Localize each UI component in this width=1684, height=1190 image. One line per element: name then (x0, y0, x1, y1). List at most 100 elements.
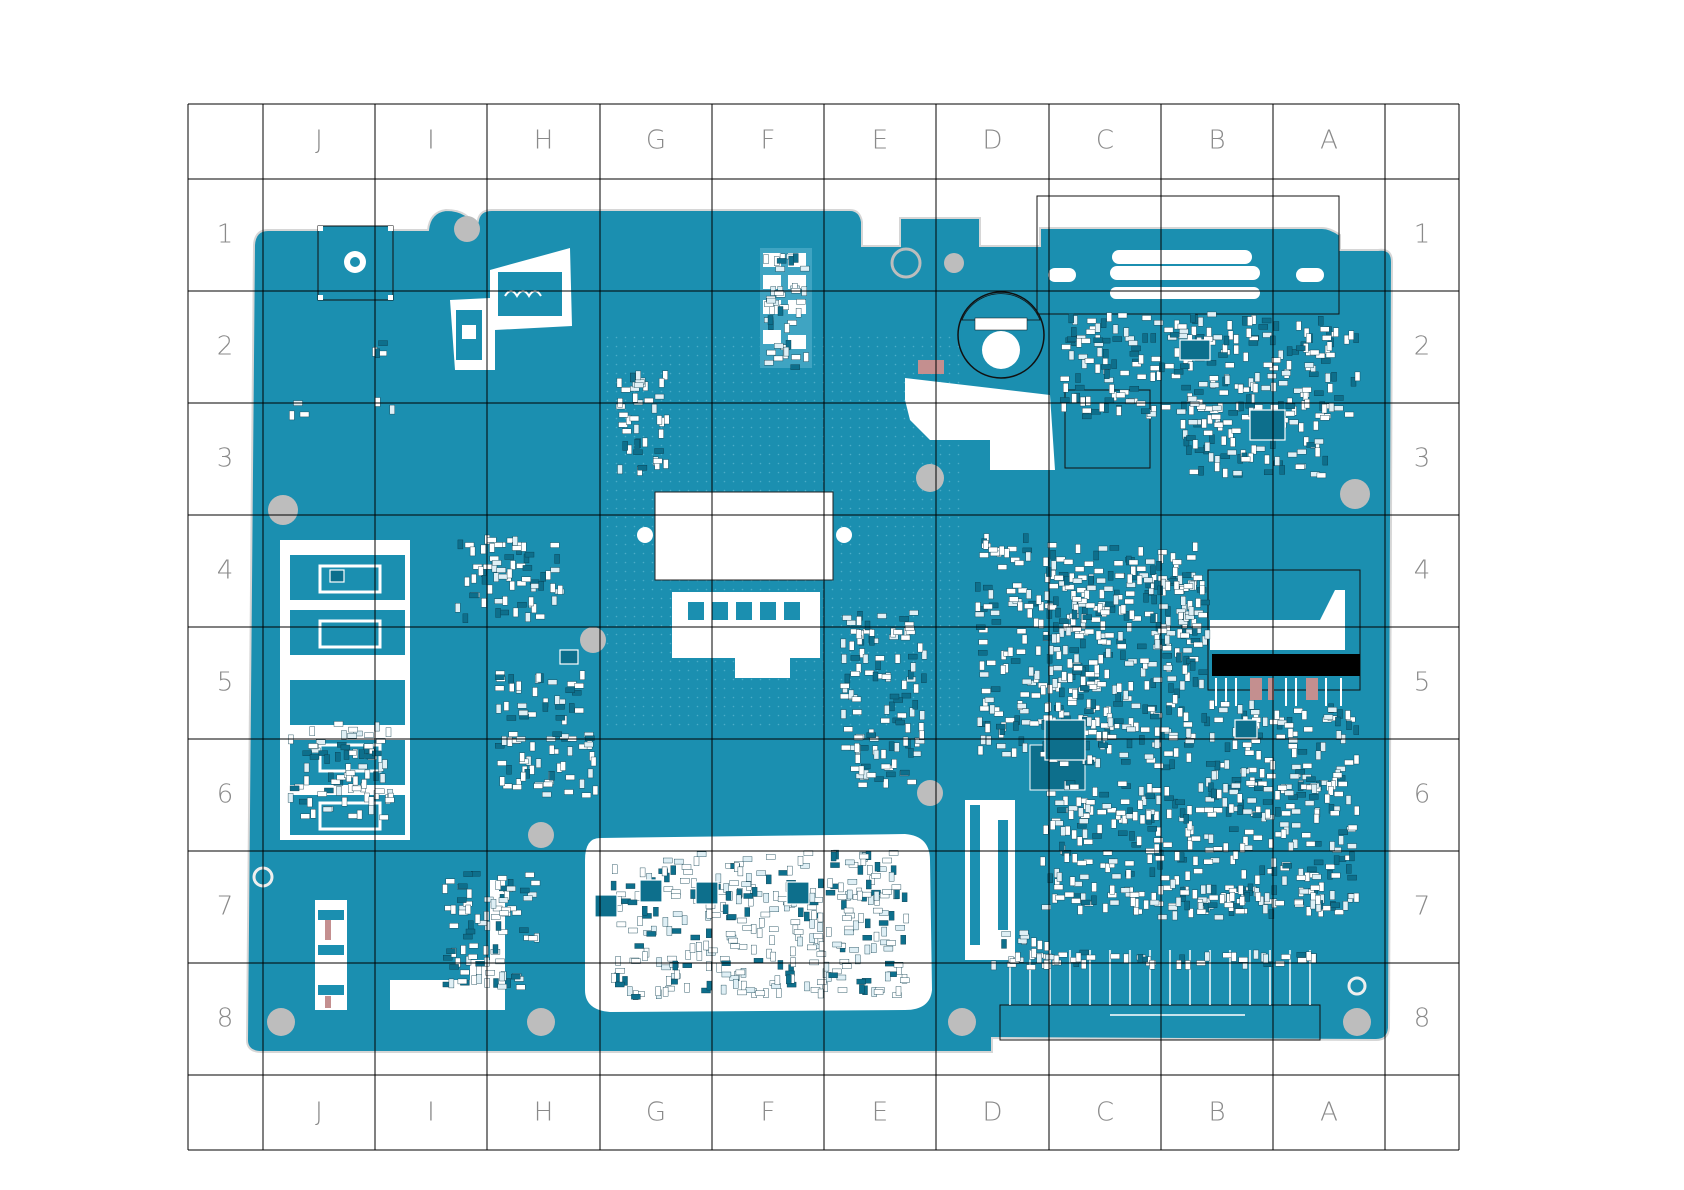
smd-part (1137, 576, 1142, 585)
smd-part (1099, 546, 1108, 551)
smd-part (744, 894, 753, 899)
smd-part (1110, 545, 1119, 550)
smd-part (542, 792, 551, 797)
smd-part (1148, 826, 1157, 831)
smd-part (495, 675, 504, 680)
smd-part (1254, 950, 1259, 959)
smd-part (1215, 761, 1220, 770)
smd-part (1271, 858, 1276, 867)
smd-part (1144, 578, 1153, 583)
smd-part (1018, 602, 1023, 611)
smd-part (1155, 727, 1160, 736)
smd-part (1305, 363, 1314, 368)
smd-part (1194, 642, 1203, 647)
smd-part (1270, 720, 1279, 725)
smd-part (914, 684, 919, 693)
smd-part (1008, 647, 1013, 656)
smd-part (1334, 328, 1339, 337)
smd-part (1105, 398, 1114, 403)
smd-part (1334, 856, 1339, 865)
smd-part (1139, 735, 1144, 744)
smd-part (1138, 547, 1143, 556)
smd-part (1186, 446, 1191, 455)
smd-part (1235, 909, 1244, 914)
smd-part (522, 577, 531, 582)
smd-part (855, 743, 860, 752)
smd-part (1080, 874, 1089, 879)
smd-part (1234, 345, 1239, 354)
smd-part (770, 936, 775, 945)
smd-part (1333, 773, 1342, 778)
smd-part (866, 880, 871, 889)
grid-label: 4 (1414, 556, 1431, 586)
smd-part (991, 687, 1000, 692)
smd-part (1044, 960, 1049, 969)
smd-part (852, 697, 861, 702)
mounting-hole (916, 464, 944, 492)
smd-part (458, 540, 463, 549)
smd-part (1130, 831, 1135, 840)
smd-part (1059, 688, 1064, 697)
smd-part (1223, 344, 1228, 353)
smd-part (1288, 452, 1297, 457)
smd-part (357, 810, 362, 819)
smd-part (1155, 856, 1164, 861)
smd-part (1062, 672, 1067, 681)
smd-part (507, 886, 516, 891)
smd-part (818, 923, 823, 932)
smd-part (1206, 761, 1215, 766)
smd-part (726, 891, 731, 900)
smd-part (1193, 856, 1198, 865)
smd-part (1348, 825, 1357, 830)
smd-part (895, 890, 900, 899)
smd-part (1151, 614, 1156, 623)
smd-part (1227, 321, 1232, 330)
smd-part (647, 931, 656, 936)
smd-part (1288, 729, 1293, 738)
smd-part (1070, 648, 1079, 653)
smd-part (1274, 322, 1279, 331)
smd-part (1104, 670, 1109, 679)
smd-part (539, 581, 544, 590)
smd-part (1164, 751, 1173, 756)
smd-part (478, 567, 483, 576)
smd-part (1178, 708, 1183, 717)
smd-part (1354, 726, 1359, 735)
smd-part (1041, 686, 1046, 695)
smd-part (640, 868, 645, 877)
smd-part (633, 393, 638, 402)
smd-part (845, 860, 854, 865)
smd-part (1187, 555, 1196, 560)
smd-part (513, 785, 522, 790)
smd-part (1077, 338, 1082, 347)
smd-part (549, 745, 554, 754)
smd-part (985, 724, 990, 733)
smd-part (1281, 829, 1286, 838)
smd-part (1026, 552, 1031, 561)
smd-part (980, 706, 989, 711)
smd-part (1105, 633, 1114, 638)
smd-part (380, 774, 385, 783)
smd-part (1086, 397, 1091, 406)
smd-part (978, 746, 983, 755)
smd-part (1020, 692, 1029, 697)
smd-part (588, 769, 593, 778)
smd-part (696, 942, 701, 951)
smd-part (593, 786, 598, 795)
smd-part (1238, 705, 1243, 714)
smd-part (1163, 653, 1172, 658)
smd-part (1256, 751, 1261, 760)
smd-part (1271, 383, 1276, 392)
smd-part (509, 674, 514, 683)
smd-part (778, 897, 787, 902)
smd-part (470, 593, 479, 598)
smd-part (1069, 351, 1074, 360)
smd-part (837, 975, 846, 980)
smd-part (1192, 836, 1201, 841)
smd-part (1255, 373, 1260, 382)
smd-part (921, 674, 926, 683)
smd-part (1198, 613, 1207, 618)
smd-part (664, 415, 669, 424)
smd-part (1265, 893, 1270, 902)
smd-part (1287, 361, 1292, 370)
